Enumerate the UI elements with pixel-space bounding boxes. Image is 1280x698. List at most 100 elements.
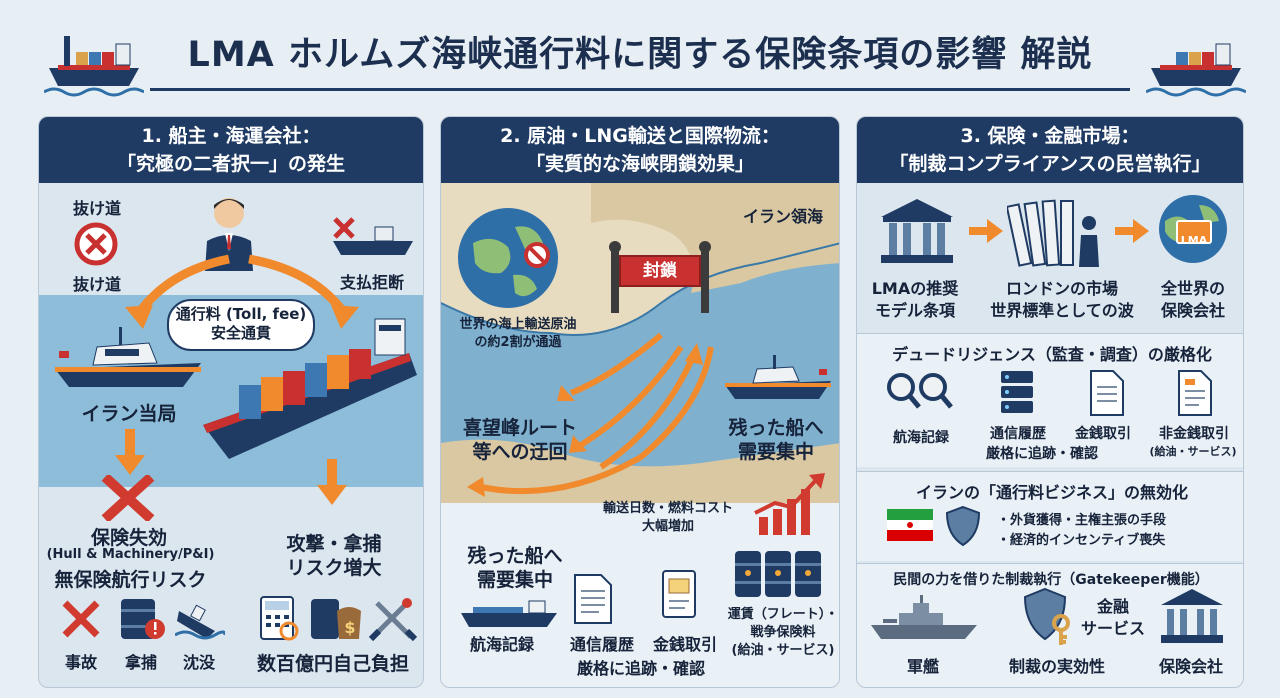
down-arrow-right: [317, 459, 347, 505]
oil-barrels-icon: [735, 551, 821, 597]
freight-line2: 戦争保険料: [750, 625, 816, 640]
server-icon: [1001, 371, 1033, 413]
panel-1-heading-line1: 1. 船主・海運会社：: [141, 125, 321, 147]
attack-risk-label-2: リスク増大: [286, 557, 382, 579]
remaining-ships2-line1: 残った船へ: [467, 545, 563, 567]
flow-item1-line1: LMAの推奨: [871, 279, 959, 298]
money-barrel-icon: $: [311, 599, 361, 639]
patrol-boat-icon: [725, 355, 831, 399]
iran-waters-label: イラン領海: [742, 207, 823, 226]
cape-route-line2: 等への迂回: [472, 441, 568, 463]
detour-arrows: [467, 332, 714, 497]
risk-accident-label: 事故: [64, 653, 97, 672]
strict-tracking-label: 厳格に追跡・確認: [576, 659, 705, 678]
title-divider: [150, 88, 1130, 91]
iran-authority-label: イラン当局: [81, 403, 177, 425]
panel-3-heading-line2: 「制裁コンプライアンスの民営執行」: [889, 153, 1211, 175]
capture-barrel-icon: [121, 599, 165, 639]
flow-item3-line1: 全世界の: [1160, 279, 1225, 298]
money-tx-label: 金銭取引: [652, 635, 717, 654]
crossed-swords-icon: [369, 598, 417, 642]
panel-shipowners: 1. 船主・海運会社： 「究極の二者択一」の発生 抜け道 抜け道 支払拒断 通行…: [38, 116, 424, 688]
ship-icon-left: [44, 36, 144, 97]
dd-comm-line2: 厳格に追跡・確認: [986, 446, 1098, 462]
ship-icon-right: [1146, 43, 1246, 97]
books-and-person-icon: [1007, 199, 1099, 267]
tanker-ship-icon: [461, 600, 557, 627]
accident-x-icon: [62, 600, 100, 638]
shield-icon: [945, 505, 981, 547]
self-burden-label: 数百億円自己負担: [256, 653, 409, 675]
svg-text:$: $: [344, 618, 355, 637]
document-icon: [574, 574, 612, 624]
iran-bullet-1: ・外貨獲得・主権主張の手段: [997, 513, 1167, 528]
gk-warship-label: 軍艦: [906, 657, 939, 676]
shipowner-person-icon: [205, 198, 253, 271]
rising-cost-chart-icon: [754, 473, 825, 535]
flow-item2-line2: 世界標準としての波: [990, 301, 1134, 320]
freight-line1: 運賃（フレート）・: [727, 607, 839, 622]
panel-3-heading-line1: 3. 保険・金融市場：: [960, 125, 1140, 147]
insurance-void-label: 保険失効: [90, 527, 167, 549]
lma-globe-icon: [1159, 195, 1227, 263]
panel-1-heading-line2: 「究極の二者択一」の発生: [116, 153, 345, 175]
warship-icon: [871, 595, 977, 639]
remaining-ships2-line2: 需要集中: [476, 569, 553, 591]
refused-ship-icon: [333, 217, 413, 255]
panel-oil-lng: 2. 原油・LNG輸送と国際物流： 「実質的な海峡閉鎖効果」 イラン領海 封鎖 …: [440, 116, 840, 688]
container-ship-icon: [203, 318, 417, 459]
cost-line2: 大幅増加: [641, 519, 694, 534]
prohibited-icon: [74, 222, 118, 266]
dd-nav-label: 航海記録: [893, 430, 949, 446]
loophole-label-bottom: 抜け道: [72, 275, 121, 294]
flow-item2-line1: ロンドンの市場: [1005, 279, 1118, 298]
toll-bubble-line1: 通行料 (Toll, fee): [175, 305, 307, 323]
risk-capture-label: 拿捕: [124, 653, 157, 672]
oil-share-line2: の約2割が通過: [474, 335, 562, 350]
nav-records-label: 航海記録: [469, 635, 534, 654]
freight-line3: (給油・サービス): [731, 643, 835, 658]
dd-nonmoney-line2: (給油・サービス): [1149, 445, 1237, 458]
uninsured-risk-label: 無保険航行リスク: [54, 569, 207, 591]
flow-arrow-2: [1115, 219, 1149, 243]
attack-risk-label-1: 攻撃・拿捕: [286, 533, 382, 555]
toll-speech-bubble: 通行料 (Toll, fee) 安全通貫: [167, 299, 315, 351]
iran-flag-icon: [887, 509, 933, 541]
comm-history-label: 通信履歴: [569, 635, 634, 654]
blockade-banner: 封鎖: [619, 255, 701, 287]
risk-sinking-label: 沈没: [182, 653, 215, 672]
gk-insurer-label: 保険会社: [1158, 657, 1223, 676]
institution-building-icon: [881, 199, 953, 263]
dd-money-label: 金銭取引: [1075, 426, 1131, 442]
globe-icon: [458, 208, 558, 308]
magnifier-icon: [887, 373, 953, 409]
sinking-ship-icon: [175, 604, 225, 640]
lma-badge: LMA: [1180, 234, 1208, 247]
insurer-building-icon: [1161, 589, 1223, 643]
payment-refusal-label: 支払拒断: [339, 273, 404, 292]
flow-item3-line2: 保険会社: [1160, 301, 1225, 320]
insurance-void-coverage: (Hull & Machinery/P&I): [46, 547, 215, 562]
dd-nonmoney-line1: 非金銭取引: [1159, 426, 1229, 442]
panel-1-heading: 1. 船主・海運会社： 「究極の二者択一」の発生: [39, 117, 423, 183]
iran-patrol-boat-icon: [55, 327, 201, 387]
down-arrow-left: [115, 429, 145, 475]
cost-line1: 輸送日数・燃料コスト: [602, 501, 733, 516]
dd-comm-line1: 通信履歴: [990, 426, 1046, 442]
due-diligence-title: デュードリジェンス（監査・調査）の厳格化: [892, 345, 1212, 364]
panel-insurance-finance: 3. 保険・金融市場： 「制裁コンプライアンスの民営執行」 LMA LMAの推奨…: [856, 116, 1244, 688]
invoice-icon: [1178, 370, 1212, 416]
remaining-ships-line2: 需要集中: [737, 441, 814, 463]
page-title: LMA ホルムズ海峡通行料に関する保険条項の影響 解説: [187, 35, 1093, 75]
oil-share-line1: 世界の海上輸送原油: [459, 317, 577, 332]
iran-business-title: イランの「通行料ビジネス」の無効化: [915, 483, 1188, 502]
insurance-void-x-icon: [101, 475, 155, 521]
toll-bubble-line2: 安全通貫: [210, 324, 271, 342]
gatekeeper-title: 民間の力を借りた制裁執行（Gatekeeper機能）: [893, 572, 1209, 588]
remaining-ships-line1: 残った船へ: [728, 417, 824, 439]
loophole-label-top: 抜け道: [72, 199, 121, 218]
flow-arrow-1: [969, 219, 1003, 243]
document-icon-dd: [1090, 370, 1124, 416]
flow-item1-line2: モデル条項: [874, 301, 955, 320]
gk-finance-line1: 金融: [1096, 597, 1129, 616]
